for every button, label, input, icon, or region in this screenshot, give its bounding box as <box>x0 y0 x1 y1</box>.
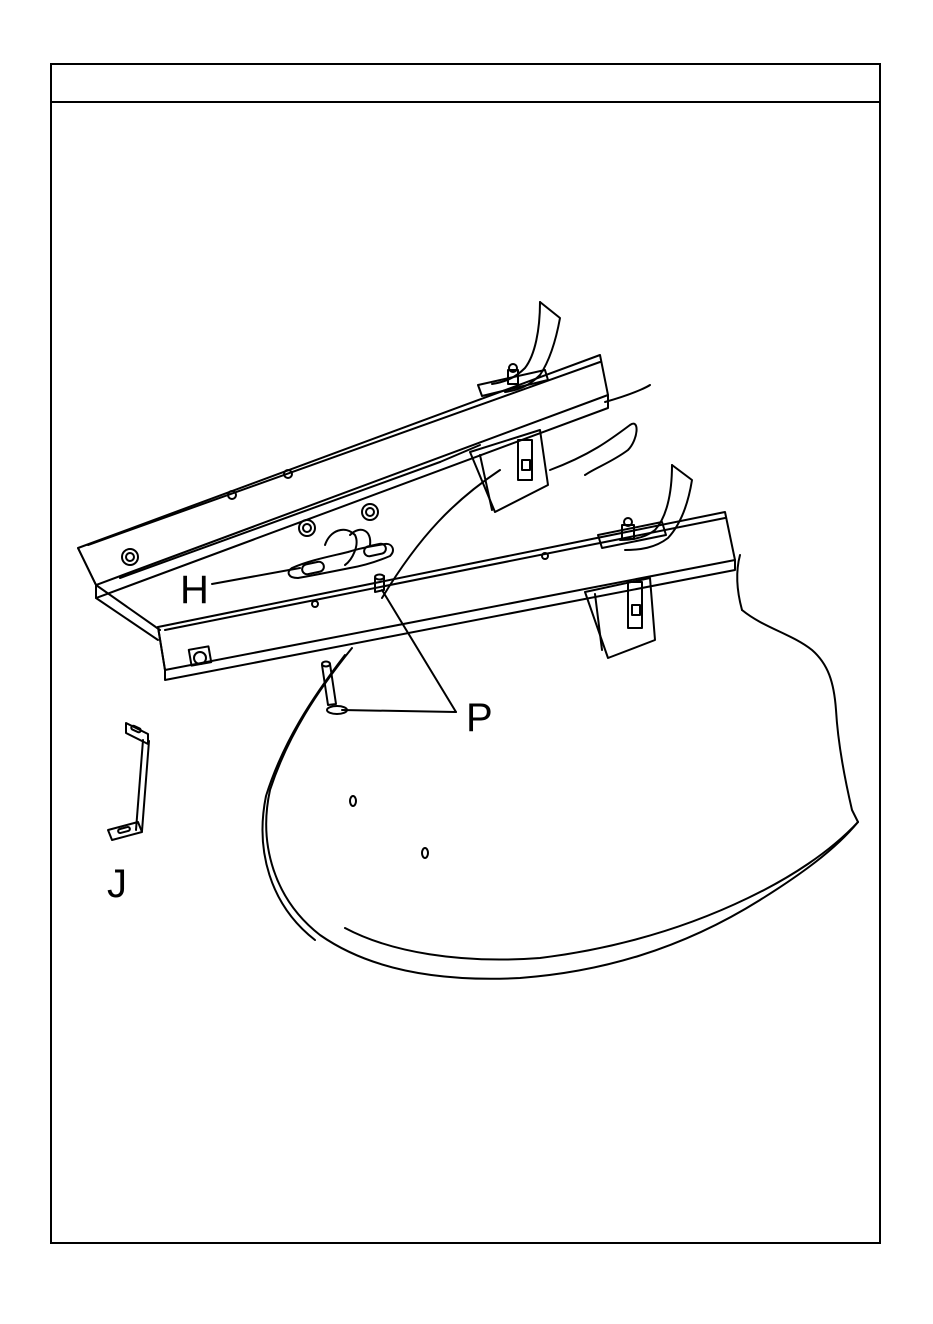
mower-deck <box>263 385 858 979</box>
leader-h <box>212 568 300 584</box>
right-handle-bracket <box>598 465 692 550</box>
callout-j-label: J <box>107 864 127 904</box>
right-rail <box>158 512 735 680</box>
right-wheel-housing <box>585 578 655 658</box>
callout-p-label: P <box>466 698 493 738</box>
left-handle-bracket <box>478 302 560 396</box>
leader-p-lower <box>342 710 456 712</box>
leader-p-upper <box>382 590 456 712</box>
left-rail <box>78 355 608 598</box>
callout-h-label: H <box>180 570 209 610</box>
hitch-bracket-h <box>289 530 393 578</box>
bracket-j <box>108 723 149 840</box>
